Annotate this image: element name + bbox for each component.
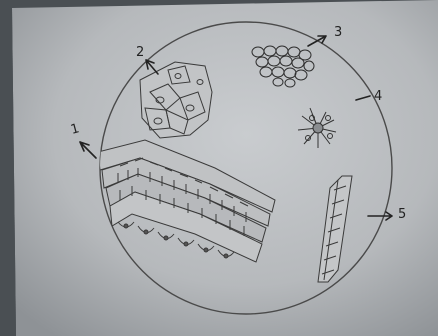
- label-3: 3: [334, 25, 342, 40]
- paper-sheet: [12, 0, 438, 336]
- label-5: 5: [398, 207, 406, 222]
- label-4: 4: [374, 89, 382, 104]
- label-2: 2: [136, 45, 144, 60]
